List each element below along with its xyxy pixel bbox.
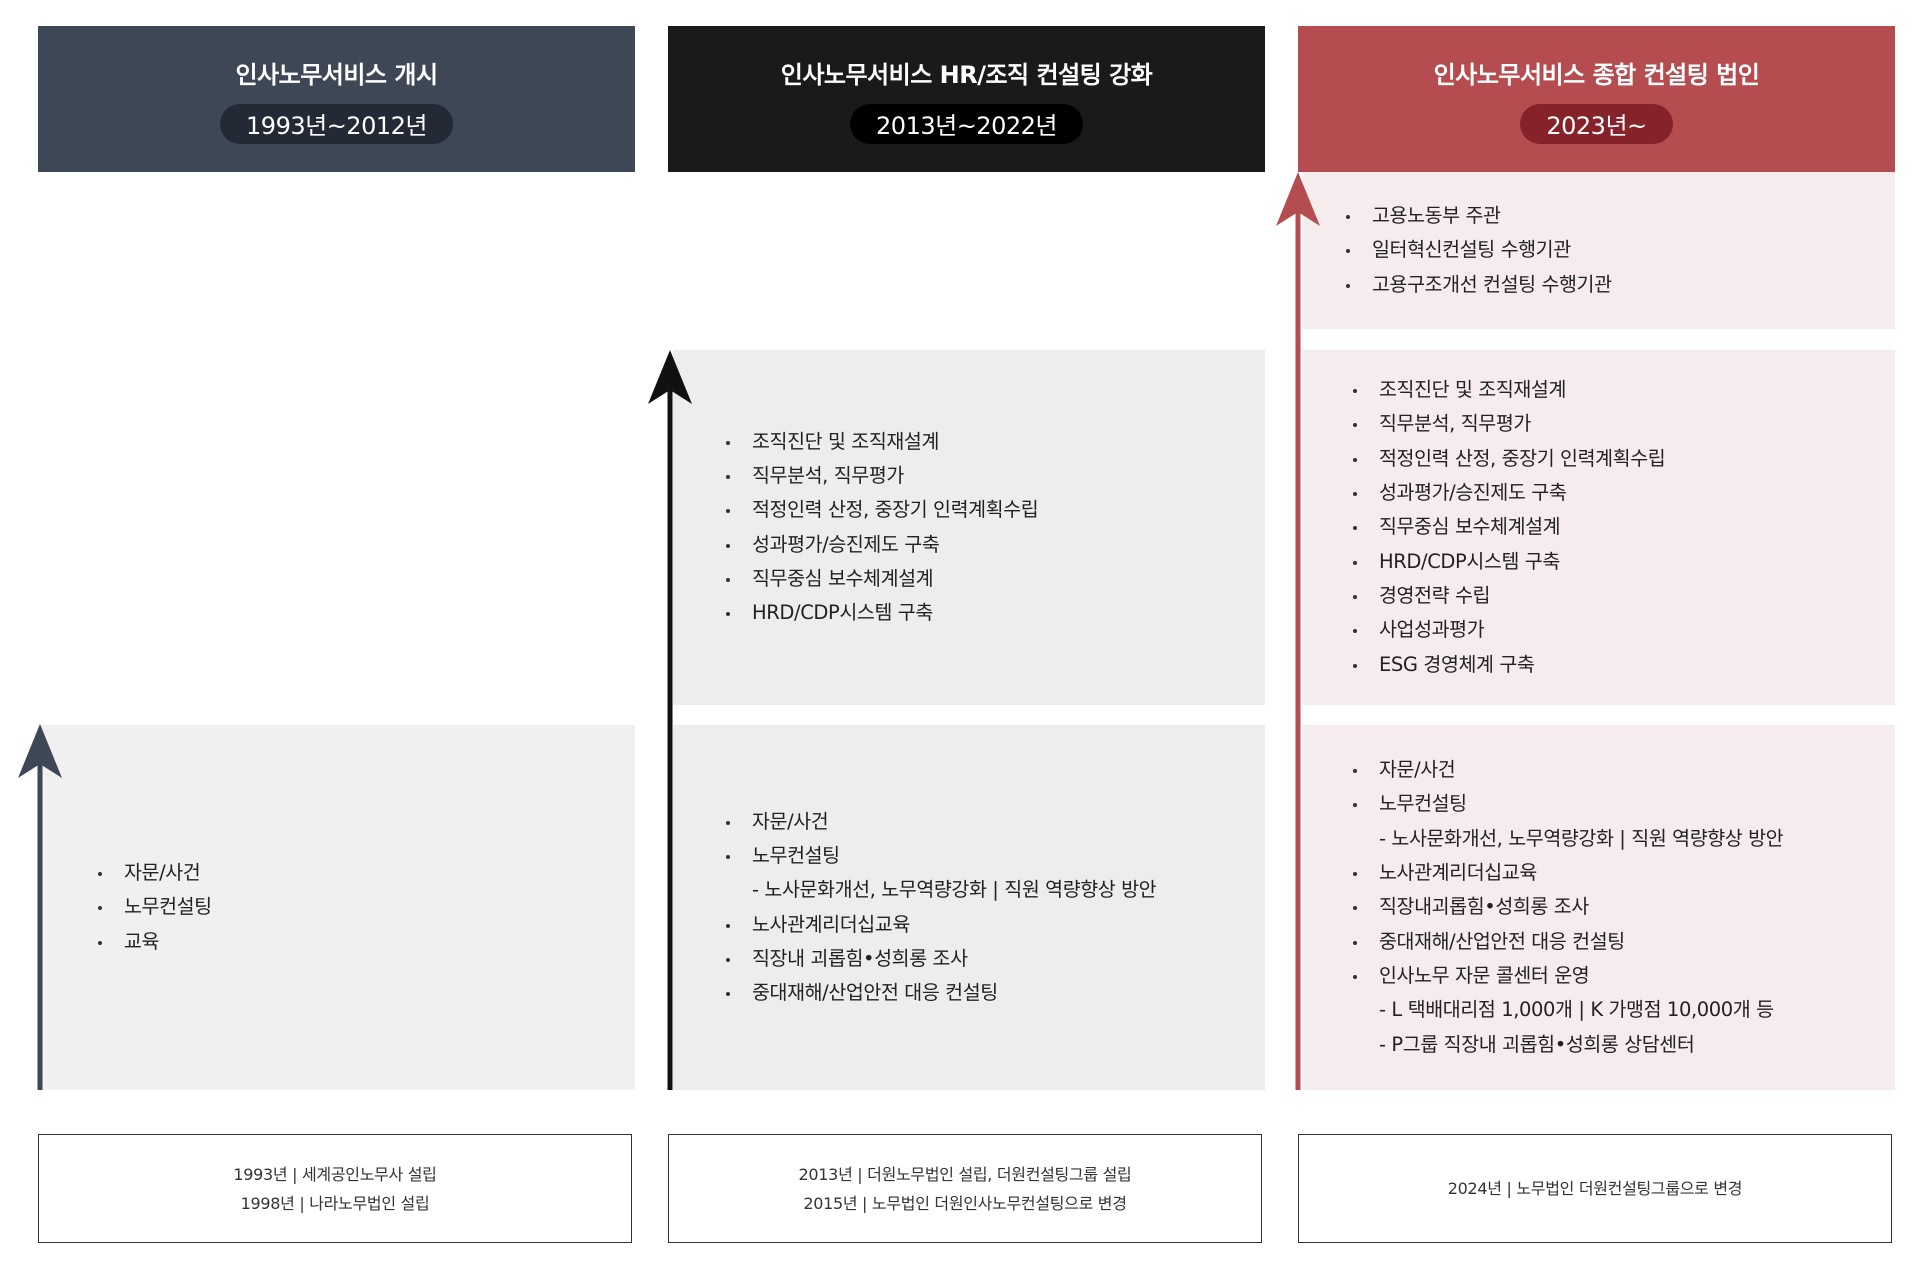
service-item: 직무중심 보수체계설계 bbox=[721, 562, 1265, 596]
service-item: HRD/CDP시스템 구축 bbox=[1348, 545, 1895, 579]
service-item: 사업성과평가 bbox=[1348, 613, 1895, 647]
service-item: 교육 bbox=[93, 925, 635, 959]
service-item: 자문/사건 bbox=[1348, 753, 1895, 787]
service-item: 자문/사건 bbox=[93, 856, 635, 890]
history-box-col3: 2024년 | 노무법인 더원컨설팅그룹으로 변경 bbox=[1298, 1134, 1892, 1243]
header-title-col2: 인사노무서비스 HR/조직 컨설팅 강화 bbox=[780, 60, 1153, 89]
service-item: 직장내 괴롭힘•성희롱 조사 bbox=[721, 942, 1265, 976]
service-item: 중대재해/산업안전 대응 컨설팅 bbox=[1348, 925, 1895, 959]
history-box-col1: 1993년 | 세계공인노무사 설립 1998년 | 나라노무법인 설립 bbox=[38, 1134, 632, 1243]
service-subitem: - 노사문화개선, 노무역량강화 | 직원 역량향상 방안 bbox=[752, 878, 1157, 902]
service-item: 인사노무 자문 콜센터 운영 bbox=[1348, 959, 1895, 993]
service-item: 노무컨설팅 bbox=[721, 839, 1265, 873]
service-item: ESG 경영체계 구축 bbox=[1348, 648, 1895, 682]
history-line: 2015년 | 노무법인 더원인사노무컨설팅으로 변경 bbox=[803, 1193, 1127, 1213]
arrow-up-icon bbox=[648, 350, 692, 1090]
service-item: 성과평가/승진제도 구축 bbox=[721, 528, 1265, 562]
service-item: 적정인력 산정, 중장기 인력계획수립 bbox=[721, 493, 1265, 527]
service-item: 직무분석, 직무평가 bbox=[1348, 407, 1895, 441]
history-box-col2: 2013년 | 더원노무법인 설립, 더원컨설팅그룹 설립 2015년 | 노무… bbox=[668, 1134, 1262, 1243]
header-title-col1: 인사노무서비스 개시 bbox=[235, 60, 438, 89]
arrow-up-icon bbox=[1276, 172, 1320, 1090]
service-item: 일터혁신컨설팅 수행기관 bbox=[1341, 233, 1895, 267]
service-subitem: - 노사문화개선, 노무역량강화 | 직원 역량향상 방안 bbox=[1379, 826, 1784, 850]
period-badge-col1: 1993년~2012년 bbox=[220, 103, 453, 144]
service-item: 노무컨설팅 bbox=[93, 890, 635, 924]
service-item: 직무분석, 직무평가 bbox=[721, 459, 1265, 493]
service-item: 조직진단 및 조직재설계 bbox=[1348, 373, 1895, 407]
arrow-up-icon bbox=[18, 724, 62, 1090]
header-title-col3: 인사노무서비스 종합 컨설팅 법인 bbox=[1433, 60, 1760, 89]
service-item: 노사관계리더십교육 bbox=[721, 908, 1265, 942]
service-item: 적정인력 산정, 중장기 인력계획수립 bbox=[1348, 442, 1895, 476]
service-item: 노사관계리더십교육 bbox=[1348, 856, 1895, 890]
period-badge-col3: 2023년~ bbox=[1520, 103, 1673, 144]
service-item: 직무중심 보수체계설계 bbox=[1348, 510, 1895, 544]
service-item: HRD/CDP시스템 구축 bbox=[721, 596, 1265, 630]
service-item: 자문/사건 bbox=[721, 805, 1265, 839]
service-item: 성과평가/승진제도 구축 bbox=[1348, 476, 1895, 510]
header-col3: 인사노무서비스 종합 컨설팅 법인 2023년~ bbox=[1298, 26, 1895, 172]
history-line: 2024년 | 노무법인 더원컨설팅그룹으로 변경 bbox=[1447, 1179, 1743, 1198]
period-badge-col2: 2013년~2022년 bbox=[850, 103, 1083, 144]
service-subitem: - P그룹 직장내 괴롭힘•성희롱 상담센터 bbox=[1379, 1032, 1695, 1056]
service-item: 경영전략 수립 bbox=[1348, 579, 1895, 613]
history-line: 1998년 | 나라노무법인 설립 bbox=[240, 1193, 430, 1213]
service-item: 조직진단 및 조직재설계 bbox=[721, 425, 1265, 459]
header-col1: 인사노무서비스 개시 1993년~2012년 bbox=[38, 26, 635, 172]
service-item: 중대재해/산업안전 대응 컨설팅 bbox=[721, 976, 1265, 1010]
service-item: 고용구조개선 컨설팅 수행기관 bbox=[1341, 268, 1895, 302]
history-line: 1993년 | 세계공인노무사 설립 bbox=[233, 1164, 437, 1184]
service-item: 노무컨설팅 bbox=[1348, 787, 1895, 821]
service-item: 고용노동부 주관 bbox=[1341, 199, 1895, 233]
service-subitem: - L 택배대리점 1,000개 | K 가맹점 10,000개 등 bbox=[1379, 998, 1774, 1022]
header-col2: 인사노무서비스 HR/조직 컨설팅 강화 2013년~2022년 bbox=[668, 26, 1265, 172]
service-item: 직장내괴롭힘•성희롱 조사 bbox=[1348, 890, 1895, 924]
history-line: 2013년 | 더원노무법인 설립, 더원컨설팅그룹 설립 bbox=[798, 1164, 1132, 1184]
